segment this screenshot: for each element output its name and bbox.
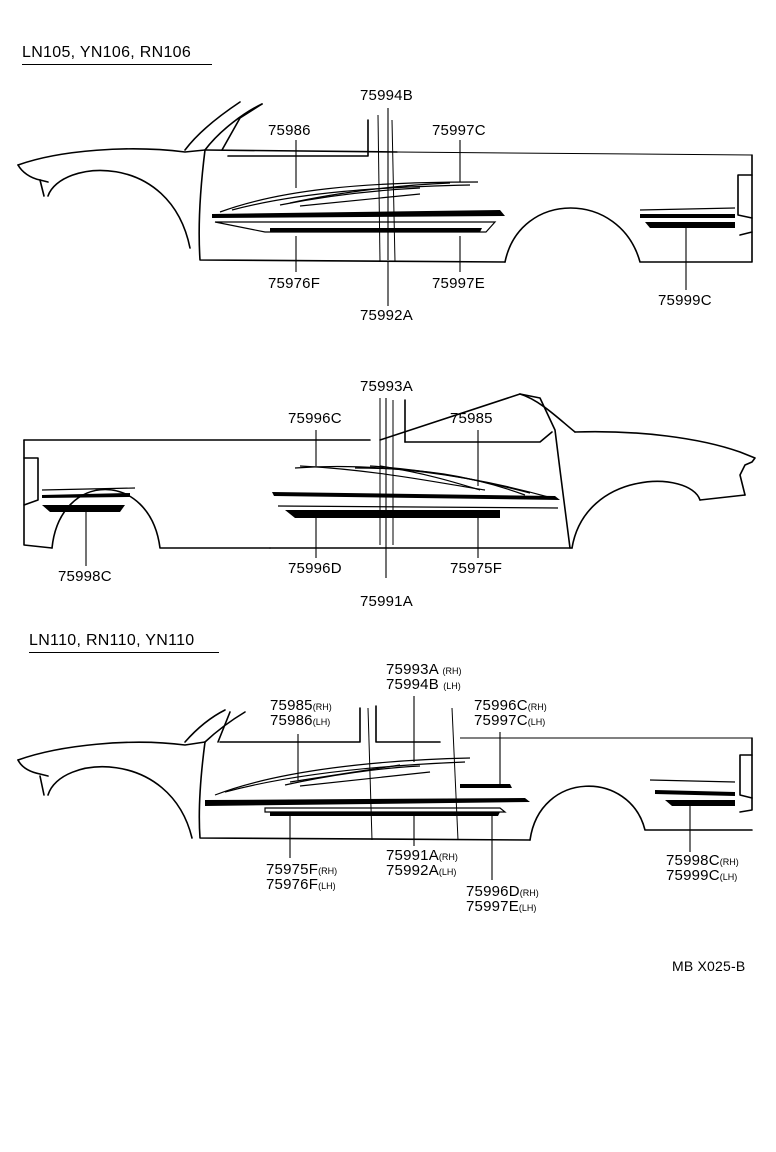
truck-outline-3 [17,705,753,841]
part-label-75976F: 75976F [268,275,321,292]
part-label-75975F: 75975F [450,560,503,577]
leaders-2 [85,398,479,578]
header-underline-2 [29,652,219,654]
stripe-set-3 [205,757,736,816]
header-underline-1 [22,64,212,66]
part-label-75997C: 75997C [432,122,486,139]
part-label-75994B: 75994B [360,87,413,104]
part-label-75997E: 75997E [432,275,485,292]
leaders-3 [289,696,691,880]
truck-outline-2 [23,393,756,549]
model-group-header-2: LN110, RN110, YN110 [29,632,195,649]
part-label-75991A-rh: 75991A(RH) [386,847,458,864]
part-label-75985-rh: 75985(RH) [270,697,332,714]
diagram-code: MB X025-B [672,958,746,974]
part-label-75996C-rh: 75996C(RH) [474,697,547,714]
part-label-75976F-lh: 75976F(LH) [266,876,336,893]
part-label-75991A: 75991A [360,593,413,610]
part-label-75994B-lh: 75994B (LH) [386,676,461,693]
part-label-75992A: 75992A [360,307,413,324]
part-label-75998C-rh: 75998C(RH) [666,852,739,869]
part-label-75997C-lh: 75997C(LH) [474,712,546,729]
model-group-header-1: LN105, YN106, RN106 [22,44,192,61]
leaders-1 [295,108,687,306]
part-label-75996D: 75996D [288,560,342,577]
stripe-set-2 [41,465,560,518]
part-label-75993A: 75993A [360,378,413,395]
part-label-75986-lh: 75986(LH) [270,712,331,729]
part-label-75993A-rh: 75993A (RH) [386,661,462,678]
part-label-75997E-lh: 75997E(LH) [466,898,537,915]
part-label-75996C: 75996C [288,410,342,427]
part-label-75996D-rh: 75996D(RH) [466,883,539,900]
part-label-75985: 75985 [450,410,493,427]
part-label-75975F-rh: 75975F(RH) [266,861,338,878]
part-label-75999C: 75999C [658,292,712,309]
part-label-75998C: 75998C [58,568,112,585]
part-label-75986: 75986 [268,122,311,139]
stripe-set-1 [212,181,736,233]
part-label-75999C-lh: 75999C(LH) [666,867,738,884]
part-label-75992A-lh: 75992A(LH) [386,862,457,879]
truck-outline-1 [17,101,753,263]
